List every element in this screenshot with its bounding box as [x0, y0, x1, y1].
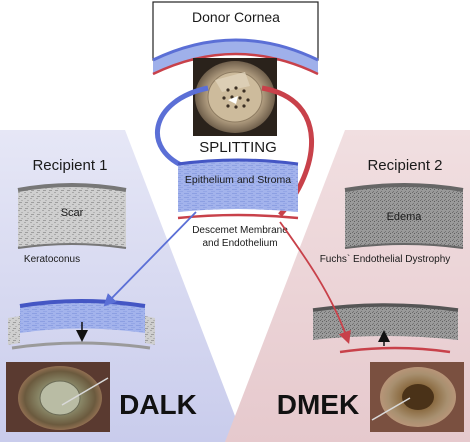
recipient-2-title: Recipient 2 — [367, 157, 442, 174]
scar-label: Scar — [61, 207, 84, 219]
dalk-delivery-arrow — [103, 211, 197, 307]
dalk-grafted-stroma — [20, 301, 145, 333]
donor-arc-red-edge — [152, 52, 319, 76]
dmek-grafted-descemet — [339, 346, 451, 354]
recipient-1-title: Recipient 1 — [32, 157, 107, 174]
dmek-delivery-arrow — [279, 221, 351, 344]
epithelium-stroma-block — [178, 160, 298, 212]
splitting-label: SPLITTING — [199, 139, 277, 156]
dalk-host-descemet — [11, 341, 151, 350]
donor-cornea-title: Donor Cornea — [192, 9, 280, 25]
edema-label: Edema — [387, 211, 423, 223]
recipient-2-edema-cornea — [345, 185, 463, 248]
donor-cornea-arc — [153, 40, 318, 74]
dalk-host-rim-right — [145, 316, 155, 345]
descemet-label-line2: and Endothelium — [202, 238, 277, 249]
keratoconus-label: Keratoconus — [24, 254, 80, 265]
dalk-label: DALK — [119, 389, 197, 420]
dalk-host-rim-left — [8, 316, 20, 345]
recipient-1-scar-cornea — [18, 185, 126, 248]
donor-arc-blue-edge — [152, 38, 319, 62]
fuchs-label: Fuchs` Endothelial Dystrophy — [320, 253, 451, 265]
dmek-label: DMEK — [277, 389, 359, 420]
descemet-layer — [177, 213, 299, 220]
split-arrow-blue — [155, 85, 209, 171]
epithelium-stroma-label: Epithelium and Stroma — [185, 174, 291, 186]
descemet-label-line1: Descemet Membrane — [192, 225, 288, 236]
